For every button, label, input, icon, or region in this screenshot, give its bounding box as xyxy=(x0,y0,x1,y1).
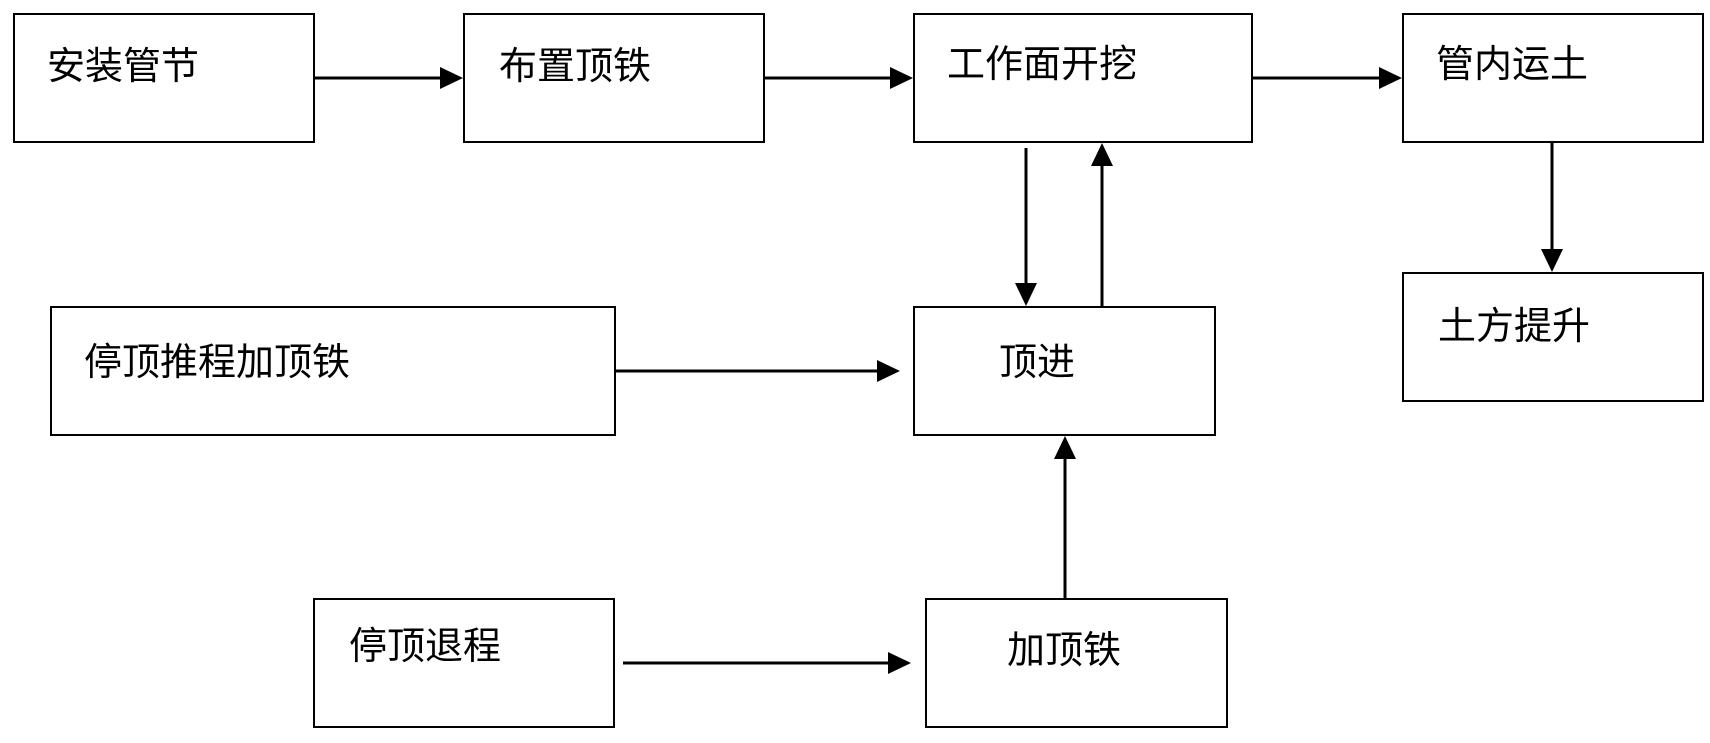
arrow-install-to-place xyxy=(315,67,463,89)
node-soil-lifting: 土方提升 xyxy=(1402,272,1704,402)
node-label: 管内运土 xyxy=(1436,42,1589,86)
node-label: 土方提升 xyxy=(1438,304,1591,348)
node-soil-transport-in-pipe: 管内运土 xyxy=(1402,13,1704,143)
node-label: 工作面开挖 xyxy=(947,42,1138,86)
node-stop-jacking-retract: 停顶退程 xyxy=(313,598,615,728)
node-label: 顶进 xyxy=(999,340,1076,384)
node-install-pipe: 安装管节 xyxy=(13,13,315,143)
node-stop-jacking-add-iron: 停顶推程加顶铁 xyxy=(50,306,616,436)
arrow-add-iron-to-jacking xyxy=(1054,436,1076,598)
arrow-jacking-to-excavation xyxy=(1091,143,1113,306)
arrow-transport-to-lifting xyxy=(1541,143,1563,272)
arrow-stop-add-to-jacking xyxy=(616,360,900,382)
arrow-retract-to-add-iron xyxy=(623,652,911,674)
node-label: 布置顶铁 xyxy=(499,44,652,88)
node-jacking: 顶进 xyxy=(913,306,1216,436)
node-label: 加顶铁 xyxy=(1007,628,1122,672)
node-label: 停顶推程加顶铁 xyxy=(84,340,351,384)
node-label: 停顶退程 xyxy=(349,624,502,668)
node-label: 安装管节 xyxy=(47,44,200,88)
arrow-excavation-to-transport xyxy=(1253,67,1402,89)
node-face-excavation: 工作面开挖 xyxy=(913,13,1253,143)
arrow-excavation-to-jacking xyxy=(1015,148,1037,306)
node-place-jacking-iron: 布置顶铁 xyxy=(463,13,765,143)
arrow-place-to-excavation xyxy=(765,67,913,89)
node-add-jacking-iron: 加顶铁 xyxy=(925,598,1228,728)
